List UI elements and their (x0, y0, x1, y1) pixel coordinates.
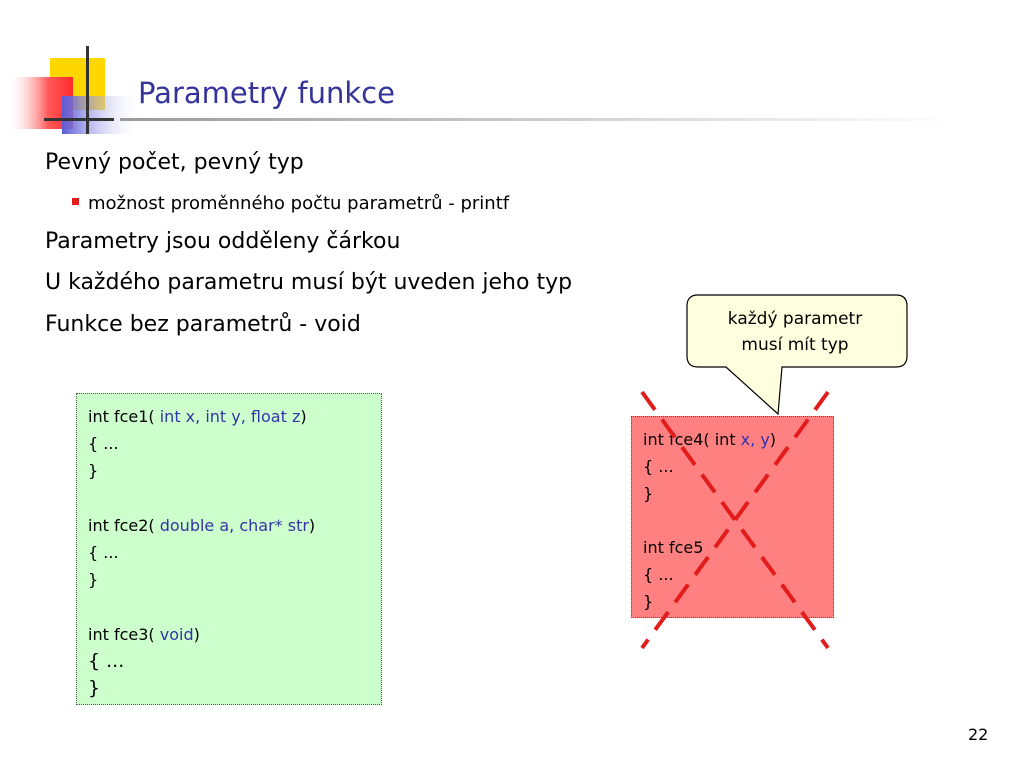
sub-bullet-variable-count: možnost proměnného počtu parametrů - pri… (72, 193, 509, 214)
bullet-void: Funkce bez parametrů - void (45, 312, 361, 337)
valid-code-box: int fce1( int x, int y, float z) { ... }… (76, 393, 382, 705)
code-line-fce4-close: } (643, 484, 654, 503)
code-line-fce5-open: { ... (643, 565, 674, 584)
bullet-type-required: U každého parametru musí být uveden jeho… (45, 270, 573, 295)
code-line-fce3-close: } (88, 677, 101, 700)
code-line-fce5-close: } (643, 592, 654, 611)
code-line-fce2: int fce2( double a, char* str) (88, 515, 316, 535)
slide-title: Parametry funkce (138, 76, 395, 110)
code-line-fce3-open: { ... (88, 649, 125, 672)
code-line-fce2-close: } (88, 570, 99, 590)
code-line-fce3: int fce3( void) (88, 624, 200, 644)
code-line-fce1-open: { ... (88, 434, 119, 454)
callout-text: každý parametr musí mít typ (688, 306, 902, 358)
title-decoration (10, 46, 960, 134)
sub-bullet-text: možnost proměnného počtu parametrů - pri… (88, 193, 510, 214)
callout-line-2: musí mít typ (741, 335, 849, 355)
code-line-fce1: int fce1( int x, int y, float z) (88, 407, 307, 426)
bullet-square-icon (72, 198, 79, 205)
code-line-fce5: int fce5 (643, 538, 704, 557)
code-line-fce4: int fce4( int x, y) (643, 430, 777, 449)
code-line-fce2-open: { ... (88, 543, 119, 563)
bullet-comma-separated: Parametry jsou odděleny čárkou (45, 229, 401, 254)
bullet-fixed-count: Pevný počet, pevný typ (45, 150, 304, 175)
code-line-fce4-open: { ... (643, 457, 674, 476)
invalid-code-box: int fce4( int x, y) { ... } int fce5 { .… (631, 416, 834, 618)
callout-line-1: každý parametr (727, 309, 863, 329)
callout-bubble (686, 294, 908, 416)
code-line-fce1-close: } (88, 461, 99, 481)
page-number: 22 (968, 725, 989, 744)
